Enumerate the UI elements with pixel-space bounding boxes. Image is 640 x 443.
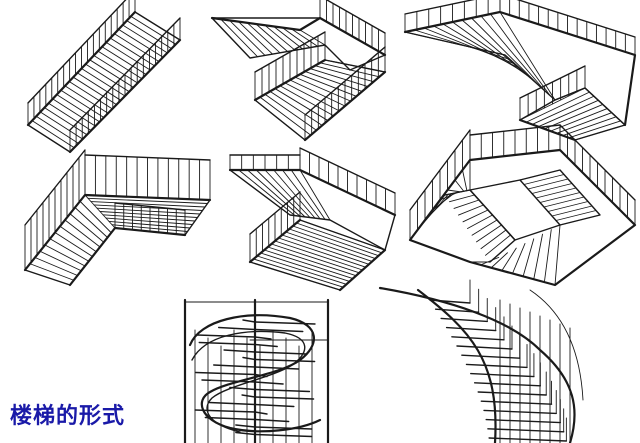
dogleg-stair-icon	[210, 0, 387, 142]
dogleg-landing-stair-icon	[228, 147, 397, 292]
curved-stair-icon	[378, 279, 584, 443]
straight-stair-icon	[26, 0, 182, 154]
spiral-stair-icon	[183, 298, 330, 443]
three-run-stair-icon	[403, 0, 637, 142]
open-well-stair-icon	[408, 124, 637, 287]
l-stair-icon	[23, 149, 212, 287]
diagram-caption: 楼梯的形式	[10, 403, 126, 429]
